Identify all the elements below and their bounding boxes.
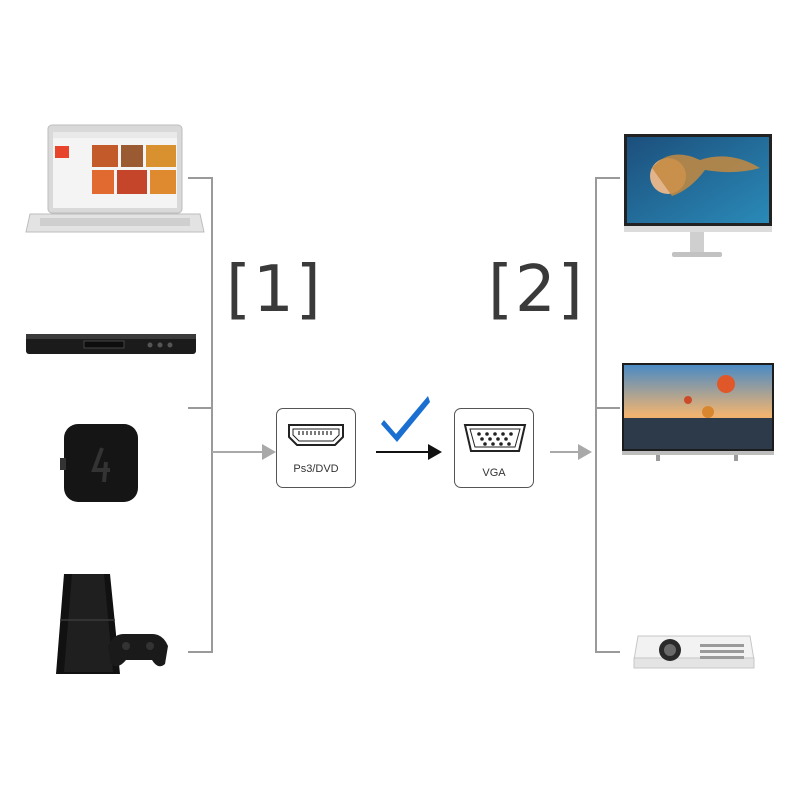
tv-box-icon [60, 424, 138, 502]
check-icon [381, 396, 430, 442]
adapter-arrow-head [428, 444, 442, 460]
monitor-icon [624, 134, 772, 257]
television-icon [622, 363, 774, 461]
vga-output-label: VGA [482, 467, 506, 479]
output-bracket-line [595, 177, 620, 653]
hdmi-port-icon [288, 424, 344, 446]
hdmi-input-label: Ps3/DVD [293, 463, 339, 475]
vga-port-icon [463, 424, 527, 452]
source-bracket-label: [1] [226, 253, 323, 327]
hdmi-input-box: Ps3/DVD [276, 408, 356, 488]
output-arrow-head [578, 444, 592, 460]
source-arrow-head [262, 444, 276, 460]
source-bracket-line [188, 177, 213, 653]
output-bracket-label: [2] [488, 253, 585, 327]
ps4-console-icon [56, 574, 168, 674]
laptop-icon [25, 124, 205, 233]
projector-icon [633, 635, 755, 669]
vga-output-box: VGA [454, 408, 534, 488]
dvd-player-icon [26, 334, 196, 354]
